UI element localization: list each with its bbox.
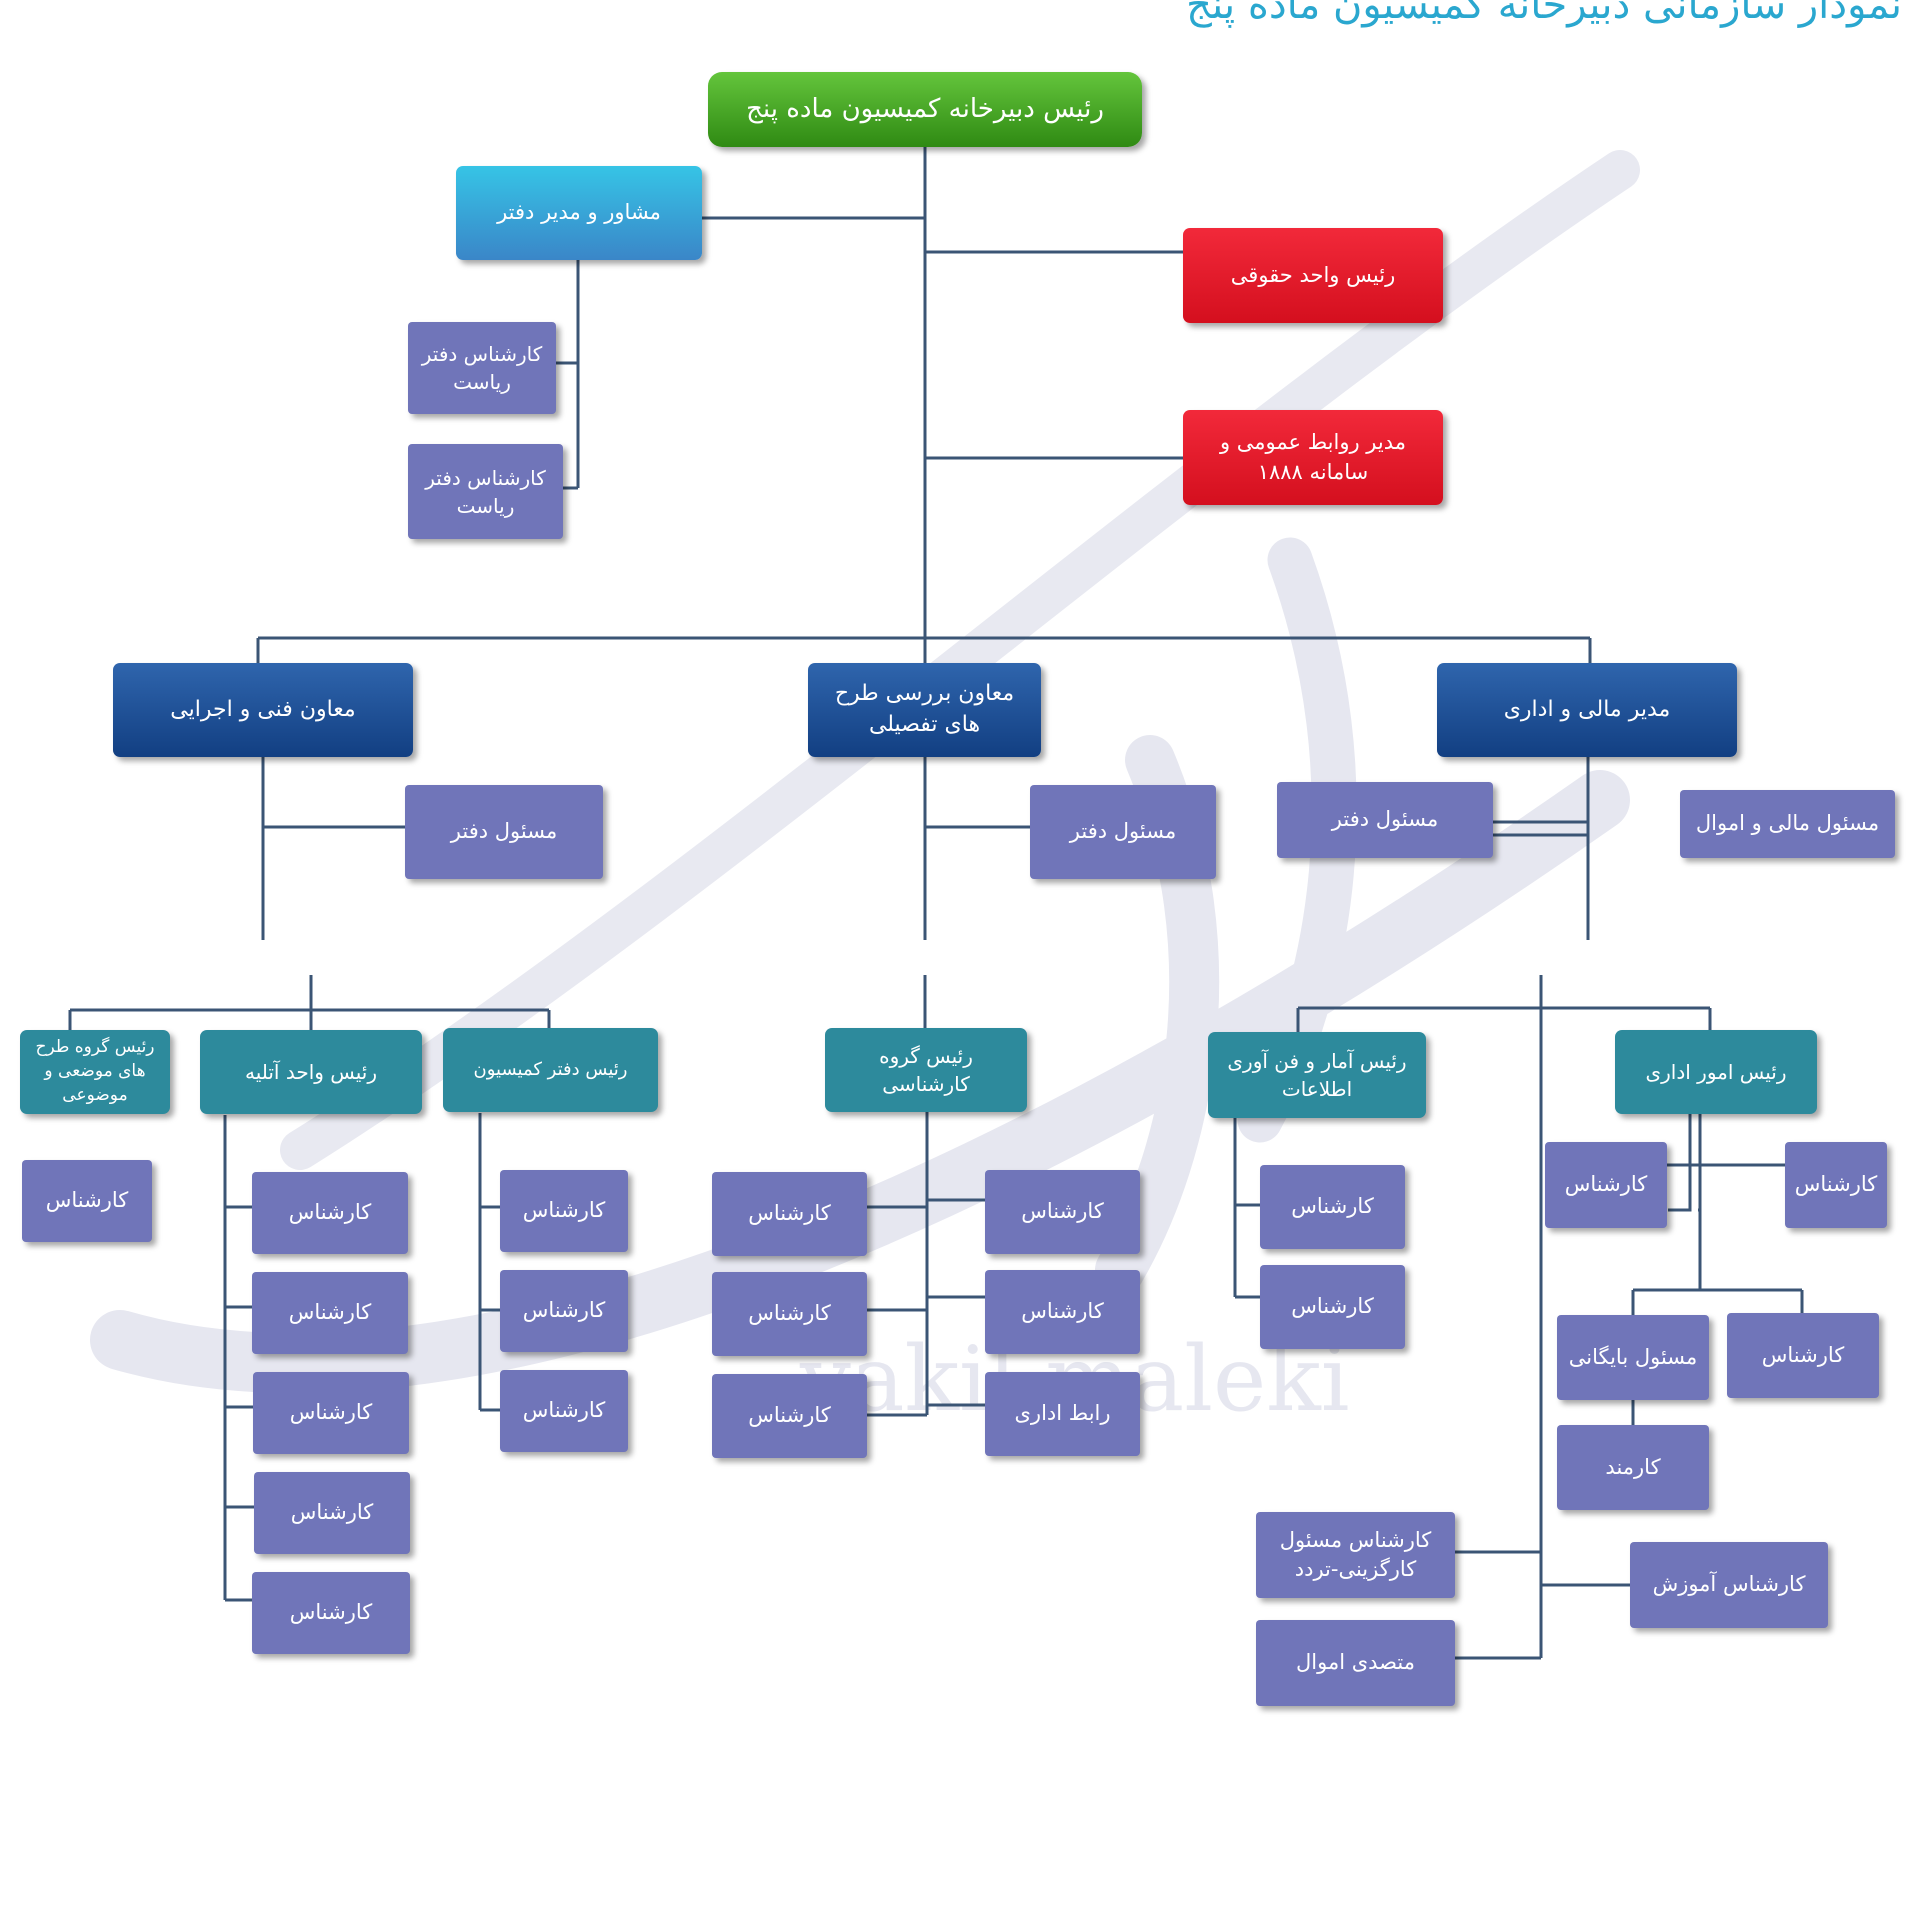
node-training-expert: کارشناس آموزش <box>1630 1542 1828 1628</box>
node-atelier-expert-5: کارشناس <box>252 1572 410 1654</box>
node-group-expert-right-2: کارشناس <box>985 1270 1140 1354</box>
node-tech-deputy: معاون فنی و اجرایی <box>113 663 413 757</box>
node-admin-expert-right: کارشناس <box>1785 1142 1887 1228</box>
node-head: رئیس دبیرخانه کمیسیون ماده پنج <box>708 72 1142 147</box>
node-hr-expert: کارشناس مسئول کارگزینی-تردد <box>1256 1512 1455 1598</box>
node-it-expert-1: کارشناس <box>1260 1165 1405 1249</box>
node-advisor: مشاور و مدیر دفتر <box>456 166 702 260</box>
node-group-expert-left-1: کارشناس <box>712 1172 867 1256</box>
node-topic-group: رئیس گروه طرح های موضعی و موضوعی <box>20 1030 170 1114</box>
node-group-expert-left-2: کارشناس <box>712 1272 867 1356</box>
node-admin-expert-left: کارشناس <box>1545 1142 1667 1228</box>
node-atelier-expert-1: کارشناس <box>252 1172 408 1254</box>
node-admin-head: رئیس امور اداری <box>1615 1030 1817 1114</box>
node-assets-clerk: متصدی اموال <box>1256 1620 1455 1706</box>
node-legal: رئیس واحد حقوقی <box>1183 228 1443 323</box>
node-atelier-expert-2: کارشناس <box>252 1272 408 1354</box>
node-pr: مدیر روابط عمومی و سامانه ۱۸۸۸ <box>1183 410 1443 505</box>
node-it-expert-2: کارشناس <box>1260 1265 1405 1349</box>
node-commission-expert-1: کارشناس <box>500 1170 628 1252</box>
node-commission-expert-3: کارشناس <box>500 1370 628 1452</box>
chart-title: نمودار سازمانی دبیرخانه کمیسیون ماده پنج <box>1186 0 1902 28</box>
node-fin-office: مسئول دفتر <box>1277 782 1493 858</box>
node-employee: کارمند <box>1557 1425 1709 1510</box>
node-atelier-expert-3: کارشناس <box>253 1372 409 1454</box>
node-finance-manager: مدیر مالی و اداری <box>1437 663 1737 757</box>
node-atelier-expert-4: کارشناس <box>254 1472 410 1554</box>
node-plan-deputy: معاون بررسی طرح های تفصیلی <box>808 663 1041 757</box>
node-admin-liaison: رابط اداری <box>985 1372 1140 1456</box>
node-commission-office: رئیس دفتر کمیسیون <box>443 1028 658 1112</box>
node-archive: مسئول بایگانی <box>1557 1315 1709 1400</box>
node-tech-office: مسئول دفتر <box>405 785 603 879</box>
node-group-expert-right-1: کارشناس <box>985 1170 1140 1254</box>
node-topic-expert: کارشناس <box>22 1160 152 1242</box>
node-plan-office: مسئول دفتر <box>1030 785 1216 879</box>
node-admin-expert-archive: کارشناس <box>1727 1313 1879 1398</box>
node-office-expert-1: کارشناس دفتر ریاست <box>408 322 556 414</box>
connector-line <box>1698 1113 1702 1212</box>
node-group-expert-left-3: کارشناس <box>712 1374 867 1458</box>
node-expert-group: رئیس گروه کارشناسی <box>825 1028 1027 1112</box>
node-office-expert-2: کارشناس دفتر ریاست <box>408 444 563 539</box>
node-it-head: رئیس آمار و فن آوری اطلاعات <box>1208 1032 1426 1118</box>
node-commission-expert-2: کارشناس <box>500 1270 628 1352</box>
node-atelier: رئیس واحد آتلیه <box>200 1030 422 1114</box>
connector-line <box>1668 1113 1692 1212</box>
node-fin-assets: مسئول مالی و اموال <box>1680 790 1895 858</box>
